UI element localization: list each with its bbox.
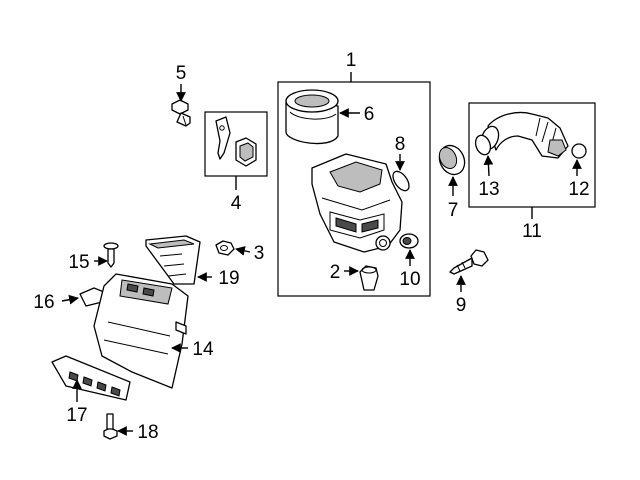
- part-12-clamp: [571, 143, 587, 159]
- part-4-bracket-clip: [215, 116, 257, 167]
- part-14-resonator-duct: [93, 273, 189, 389]
- callout-5: 5: [176, 63, 187, 84]
- part-8-o-ring: [392, 170, 410, 192]
- callout-3: 3: [254, 243, 265, 264]
- callout-4: 4: [231, 193, 242, 214]
- callout-13: 13: [478, 179, 499, 200]
- leader-16: [61, 294, 79, 305]
- callout-16: 16: [33, 292, 54, 313]
- part-15-push-pin: [103, 242, 119, 268]
- part-10-grommet: [399, 233, 419, 249]
- part-2-mount-insulator: [359, 265, 379, 291]
- leader-13: [483, 155, 494, 177]
- callout-2: 2: [330, 262, 341, 283]
- air-cleaner-assembly-box: [277, 81, 431, 297]
- part-17-lower-duct: [51, 355, 131, 401]
- callout-9: 9: [456, 295, 467, 316]
- callout-19: 19: [218, 268, 239, 289]
- part-19-inlet-duct: [145, 235, 201, 285]
- part-13-clamp: [474, 134, 492, 156]
- callout-18: 18: [137, 422, 158, 443]
- part-5-bolt: [171, 99, 191, 127]
- part-6-filter-element: [285, 89, 339, 145]
- callout-14: 14: [192, 339, 214, 360]
- callout-15: 15: [68, 252, 89, 273]
- part-9-bolt: [449, 249, 489, 275]
- callout-11: 11: [522, 221, 542, 242]
- part-18-bolt: [103, 413, 118, 440]
- part-11-intake-hose: [480, 111, 569, 159]
- callout-6: 6: [364, 104, 375, 125]
- part-1-air-cleaner-housing: [311, 153, 403, 253]
- leader-3: [235, 246, 251, 256]
- callout-12: 12: [568, 179, 589, 200]
- callout-17: 17: [66, 405, 87, 426]
- callout-7: 7: [448, 200, 459, 221]
- callout-1: 1: [346, 50, 357, 71]
- callout-10: 10: [399, 269, 420, 290]
- part-3-nut: [215, 240, 235, 256]
- callout-8: 8: [395, 134, 406, 155]
- part-7-seal: [438, 144, 466, 176]
